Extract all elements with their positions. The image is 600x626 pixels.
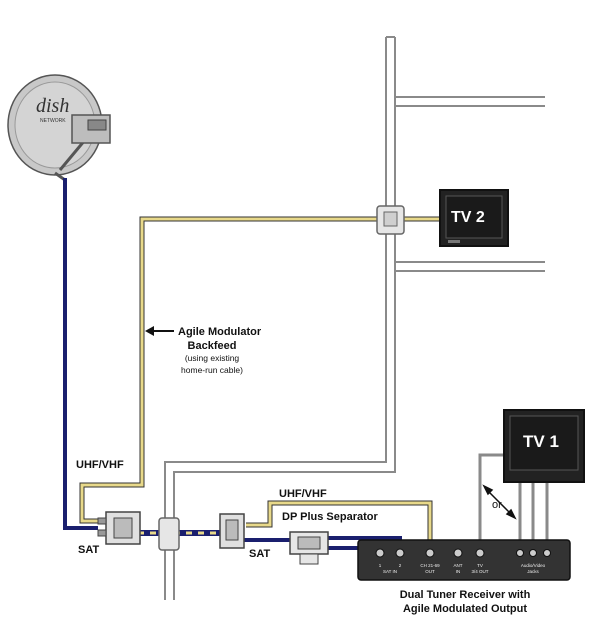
ant-in-label-1: ANT (454, 563, 463, 568)
backfeed-cable (79, 216, 440, 524)
dish-logo-subtext: NETWORK (40, 118, 66, 124)
dp-plus-separator (289, 531, 329, 565)
sat-right-label: SAT (249, 548, 270, 560)
dish-logo-text: dish (36, 95, 69, 117)
or-label: or (492, 499, 502, 511)
tv-out-label-2: 3/4 OUT (471, 569, 488, 574)
backfeed-label-line1: Agile Modulator (178, 326, 262, 338)
tv1-cables (478, 453, 549, 548)
uhf-vhf-right-label: UHF/VHF (279, 488, 327, 500)
receiver-port-labels: 1 2 SAT IN CH 21-69 OUT ANT IN TV 3/4 OU… (379, 563, 546, 574)
right-diplexer (219, 513, 245, 549)
backfeed-label-line3: (using existing (185, 353, 240, 363)
sat-cable (63, 178, 98, 530)
ch-out-label-1: CH 21-69 (420, 563, 440, 568)
ch-out-label-2: OUT (425, 569, 435, 574)
sat-left-label: SAT (78, 544, 99, 556)
uhf-vhf-cable-right (246, 500, 433, 548)
port-1-label: 1 (379, 563, 382, 568)
satellite-dish-icon: dish NETWORK (7, 74, 111, 182)
tv2-icon (439, 189, 509, 247)
backfeed-label-line2: Backfeed (188, 340, 237, 352)
backfeed-label-line4: home-run cable) (181, 365, 243, 375)
av-jacks-label-2: Jacks (527, 569, 539, 574)
tv-out-label-1: TV (477, 563, 483, 568)
receiver-title-line2: Agile Modulated Output (403, 603, 527, 615)
tv1-label: TV 1 (523, 432, 559, 451)
or-arrow (482, 484, 517, 520)
left-diplexer (97, 511, 141, 545)
backfeed-arrow-icon (145, 326, 174, 336)
wall-plate-top (376, 205, 405, 235)
ant-in-label-2: IN (456, 569, 461, 574)
tv2-label: TV 2 (451, 209, 485, 226)
tv1-icon (503, 409, 585, 483)
receiver-box (357, 539, 571, 581)
port-2-label: 2 (399, 563, 402, 568)
av-jacks-label-1: Audio/Video (521, 563, 546, 568)
dp-plus-separator-label: DP Plus Separator (282, 511, 378, 523)
uhf-vhf-left-label: UHF/VHF (76, 459, 124, 471)
wall-plate-bottom (158, 517, 180, 551)
receiver-title-line1: Dual Tuner Receiver with (400, 589, 531, 601)
sat-in-label: SAT IN (383, 569, 397, 574)
